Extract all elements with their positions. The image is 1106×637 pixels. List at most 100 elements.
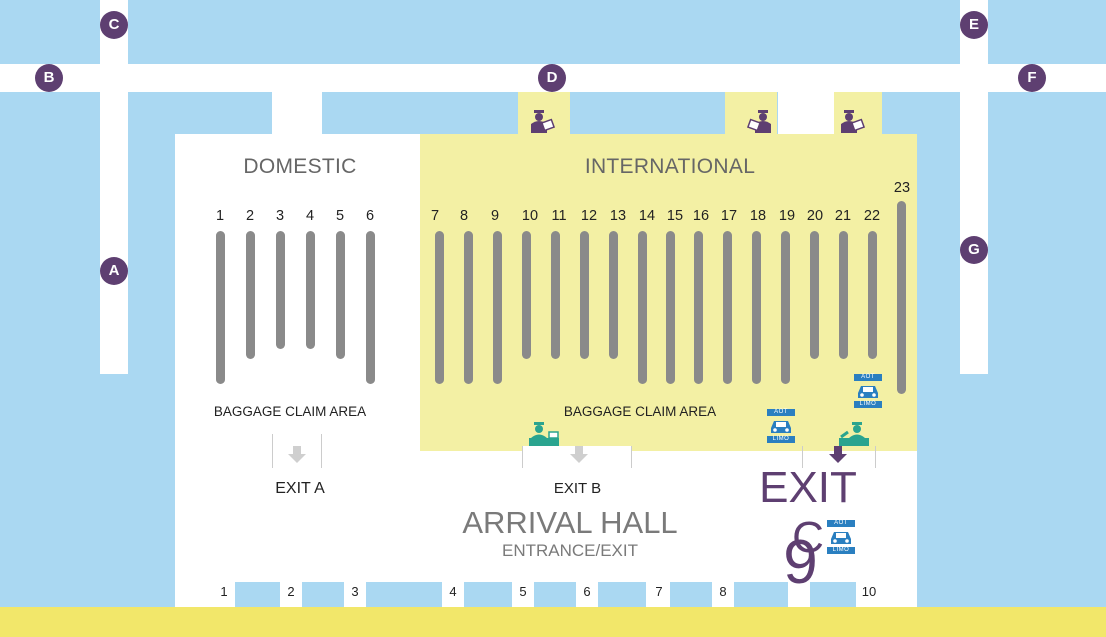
domestic-area [175, 134, 420, 451]
carousel-number: 18 [749, 208, 767, 224]
door-number: 10 [856, 580, 882, 606]
aot-limo-icon[interactable]: AOT LIMO [827, 520, 855, 556]
baggage-carousel [752, 231, 761, 384]
door-gap [810, 582, 856, 607]
domestic-baggage-label: BAGGAGE CLAIM AREA [213, 404, 367, 419]
carousel-number: 2 [245, 208, 255, 224]
carousel-number: 9 [490, 208, 500, 224]
curb-strip [0, 607, 1106, 637]
baggage-carousel [306, 231, 315, 349]
door-gap [302, 582, 344, 607]
door-gap [670, 582, 712, 607]
gate-marker-e[interactable]: E [960, 11, 988, 39]
carousel-number: 6 [365, 208, 375, 224]
baggage-carousel [580, 231, 589, 359]
baggage-carousel [839, 231, 848, 359]
baggage-carousel [781, 231, 790, 384]
immigration-officer-icon [746, 110, 771, 133]
exit-a-label: EXIT A [275, 480, 325, 497]
carousel-number: 1 [215, 208, 225, 224]
baggage-carousel [522, 231, 531, 359]
door-gap [235, 582, 280, 607]
domestic-title: DOMESTIC [243, 155, 357, 178]
baggage-carousel [897, 201, 906, 394]
door-number: 7 [648, 580, 670, 606]
baggage-carousel [666, 231, 675, 384]
baggage-carousel [638, 231, 647, 384]
door-number: 6 [576, 580, 598, 606]
baggage-carousel [216, 231, 225, 384]
gate-marker-d[interactable]: D [538, 64, 566, 92]
door-number: 3 [344, 580, 366, 606]
carousel-number: 16 [692, 208, 710, 224]
door-gap [598, 582, 646, 607]
customs-officer-icon [839, 422, 869, 446]
baggage-carousel [609, 231, 618, 359]
carousel-number: 8 [459, 208, 469, 224]
baggage-carousel [493, 231, 502, 384]
gate-marker-f[interactable]: F [1018, 64, 1046, 92]
corridor-a [100, 0, 128, 374]
corridor-international-link [778, 92, 834, 134]
door-number: 8 [712, 580, 734, 606]
carousel-number: 15 [666, 208, 684, 224]
carousel-number: 21 [834, 208, 852, 224]
door-9-label: 9 [783, 528, 818, 597]
door-number: 2 [280, 580, 302, 606]
baggage-carousel [366, 231, 375, 384]
door-gap [734, 582, 788, 607]
door-number: 4 [442, 580, 464, 606]
gate-marker-a[interactable]: A [100, 257, 128, 285]
door-gap [366, 582, 442, 607]
carousel-number: 22 [863, 208, 881, 224]
carousel-number: 17 [720, 208, 738, 224]
international-title: INTERNATIONAL [584, 155, 756, 178]
exit-c-label: EXIT C [759, 463, 857, 562]
carousel-number: 19 [778, 208, 796, 224]
carousel-number: 5 [335, 208, 345, 224]
aot-limo-icon[interactable]: AOT LIMO [854, 374, 882, 410]
exit-c-door [802, 446, 876, 468]
baggage-carousel [435, 231, 444, 384]
arrival-hall-subtitle: ENTRANCE/EXIT [501, 541, 639, 560]
corridor-domestic-link [272, 92, 322, 134]
baggage-carousel [810, 231, 819, 359]
carousel-number: 14 [638, 208, 656, 224]
gate-marker-g[interactable]: G [960, 236, 988, 264]
exit-b-label: EXIT B [553, 480, 602, 497]
carousel-number: 12 [580, 208, 598, 224]
carousel-number: 4 [305, 208, 315, 224]
baggage-carousel [694, 231, 703, 384]
gate-marker-c[interactable]: C [100, 11, 128, 39]
immigration-officer-icon [841, 110, 866, 133]
arrival-hall-area [175, 451, 917, 582]
corridor-g [960, 0, 988, 374]
baggage-carousel [246, 231, 255, 359]
door-gap [464, 582, 512, 607]
baggage-carousel [336, 231, 345, 359]
gate-marker-b[interactable]: B [35, 64, 63, 92]
baggage-carousel [723, 231, 732, 384]
carousel-number: 3 [275, 208, 285, 224]
carousel-number: 11 [551, 208, 567, 224]
door-number: 5 [512, 580, 534, 606]
baggage-carousel [464, 231, 473, 384]
baggage-carousel [551, 231, 560, 359]
carousel-number: 10 [521, 208, 539, 224]
customs-officer-icon [529, 422, 559, 446]
exit-arrow-icon [288, 446, 306, 463]
international-baggage-label: BAGGAGE CLAIM AREA [563, 404, 717, 419]
exit-a-door [272, 434, 322, 468]
exit-arrow-icon [829, 446, 847, 463]
carousel-number: 23 [893, 180, 911, 196]
arrival-hall-title: ARRIVAL HALL [462, 505, 678, 540]
carousel-number: 7 [430, 208, 440, 224]
door-number: 1 [213, 580, 235, 606]
carousel-number: 13 [609, 208, 627, 224]
carousel-number: 20 [806, 208, 824, 224]
baggage-carousel [276, 231, 285, 349]
baggage-carousel [868, 231, 877, 359]
door-gap [534, 582, 576, 607]
aot-limo-icon[interactable]: AOT LIMO [767, 409, 795, 445]
